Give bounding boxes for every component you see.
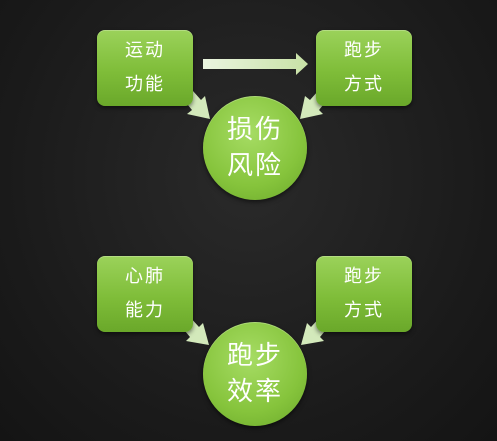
node-injury-risk-line2: 风险 (226, 151, 283, 181)
node-running-style-bottom-line2: 方式 (344, 300, 384, 321)
node-motor-function-line2: 功能 (125, 74, 165, 95)
node-injury-risk-line1: 损伤 (226, 115, 283, 145)
node-running-efficiency: 跑步 效率 (203, 322, 307, 426)
node-running-style-bottom: 跑步 方式 (316, 256, 412, 332)
node-cardio-capacity-line2: 能力 (125, 300, 165, 321)
node-running-style-bottom-line1: 跑步 (344, 266, 384, 287)
arrow-top-left-to-right (203, 53, 308, 75)
node-running-style-top: 跑步 方式 (316, 30, 412, 106)
node-cardio-capacity-line1: 心肺 (125, 266, 165, 287)
node-running-efficiency-line2: 效率 (226, 377, 283, 407)
node-running-efficiency-line1: 跑步 (226, 341, 283, 371)
node-cardio-capacity: 心肺 能力 (97, 256, 193, 332)
node-running-style-top-line2: 方式 (344, 74, 384, 95)
node-motor-function-line1: 运动 (125, 40, 165, 61)
node-running-style-top-line1: 跑步 (344, 40, 384, 61)
node-injury-risk: 损伤 风险 (203, 96, 307, 200)
node-motor-function: 运动 功能 (97, 30, 193, 106)
